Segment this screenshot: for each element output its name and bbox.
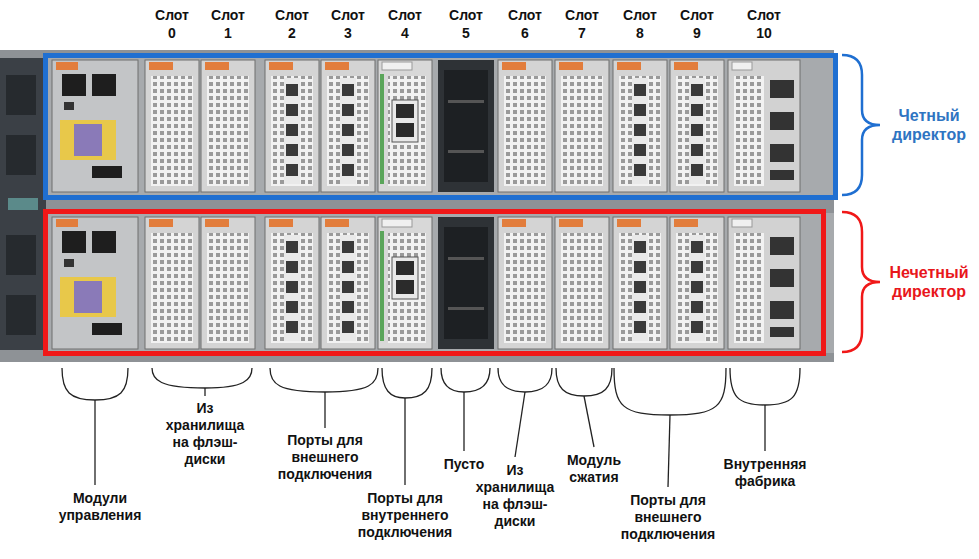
odd-director-modules-part <box>555 217 609 349</box>
chassis-part <box>6 135 36 175</box>
odd-director-modules-part <box>52 217 138 349</box>
even-director-modules-part <box>728 60 800 192</box>
callout-brackets-part <box>270 368 378 392</box>
even-director-modules-part <box>265 60 319 192</box>
callout-label: Порты для внешнего подключения <box>613 492 723 543</box>
even-director-modules-part <box>201 60 255 192</box>
callout-brackets-part <box>382 368 432 398</box>
slot-label: Слот 0 <box>152 6 192 42</box>
director-braces-part <box>842 212 880 352</box>
chassis-part <box>0 58 46 350</box>
callout-brackets-part <box>584 396 594 447</box>
callout-label: Пусто <box>434 456 494 473</box>
slot-label: Слот 6 <box>505 6 545 42</box>
callout-brackets-part <box>515 392 525 457</box>
callout-brackets-part <box>498 368 552 392</box>
callout-label: Порты для внешнего подключения <box>275 432 375 483</box>
odd-director-modules-part <box>201 217 255 349</box>
callout-brackets-part <box>62 368 128 400</box>
callout-brackets-part <box>764 405 765 451</box>
director-frame: Четный директор <box>43 53 838 200</box>
callout-brackets-part <box>463 392 464 451</box>
slot-label: Слот 9 <box>677 6 717 42</box>
director-label: Нечетный директор <box>883 263 975 301</box>
callout-brackets <box>62 368 800 487</box>
callout-brackets-part <box>204 388 205 396</box>
callout-label: Модули управления <box>50 490 150 524</box>
odd-director-modules-part <box>265 217 319 349</box>
callout-brackets-part <box>94 400 95 485</box>
chassis-part <box>6 75 36 115</box>
callout-brackets-part <box>730 368 800 405</box>
odd-director-modules-part <box>321 217 375 349</box>
slot-label: Слот 2 <box>272 6 312 42</box>
even-director-modules-part <box>613 60 667 192</box>
slot-label: Слот 1 <box>208 6 248 42</box>
director-braces <box>842 55 880 352</box>
callout-label: Из хранилища на флэш-диски <box>468 462 563 530</box>
slot-label: Слот 4 <box>385 6 425 42</box>
callout-label: Порты для внутреннего подключения <box>350 490 460 541</box>
callout-label: Модуль сжатия <box>559 452 629 486</box>
director-braces-part <box>842 55 880 195</box>
odd-director-modules-part <box>728 217 800 349</box>
odd-director-modules-part <box>613 217 667 349</box>
even-director-modules-part <box>378 60 432 192</box>
chassis-part <box>6 235 36 275</box>
director-label: Четный директор <box>883 106 975 144</box>
chassis <box>0 50 834 362</box>
chassis-part <box>8 198 38 210</box>
callout-brackets-part <box>404 398 405 485</box>
even-director-modules-part <box>670 60 724 192</box>
callout-brackets-part <box>441 368 490 392</box>
odd-director-modules-part <box>670 217 724 349</box>
callout-label: Из хранилища на флэш-диски <box>158 400 253 468</box>
even-director-modules-part <box>145 60 199 192</box>
odd-director-modules-part <box>438 217 494 349</box>
slot-label: Слот 10 <box>744 6 784 42</box>
chassis-part <box>48 56 834 196</box>
even-director-modules-part <box>555 60 609 192</box>
slot-label: Слот 5 <box>446 6 486 42</box>
director-frame: Нечетный директор <box>43 209 826 356</box>
even-director-modules-part <box>498 60 552 192</box>
callout-brackets-part <box>152 368 252 388</box>
odd-director-modules-part <box>145 217 199 349</box>
callout-brackets-part <box>324 392 325 428</box>
slot-label: Слот 8 <box>620 6 660 42</box>
slot-label: Слот 7 <box>562 6 602 42</box>
chassis-part <box>48 213 834 353</box>
odd-director-modules-part <box>498 217 552 349</box>
even-director-modules-part <box>52 60 138 192</box>
callout-label: Внутренняя фабрика <box>715 456 815 490</box>
odd-director-modules <box>52 217 800 349</box>
callout-brackets-part <box>556 368 612 396</box>
even-director-modules-part <box>321 60 375 192</box>
even-director-modules <box>52 60 800 192</box>
chassis-part <box>0 50 834 362</box>
slot-label: Слот 3 <box>328 6 368 42</box>
callout-brackets-part <box>614 368 726 415</box>
even-director-modules-part <box>438 60 494 192</box>
odd-director-modules-part <box>378 217 432 349</box>
callout-brackets-part <box>668 415 670 487</box>
chassis-part <box>6 295 36 335</box>
